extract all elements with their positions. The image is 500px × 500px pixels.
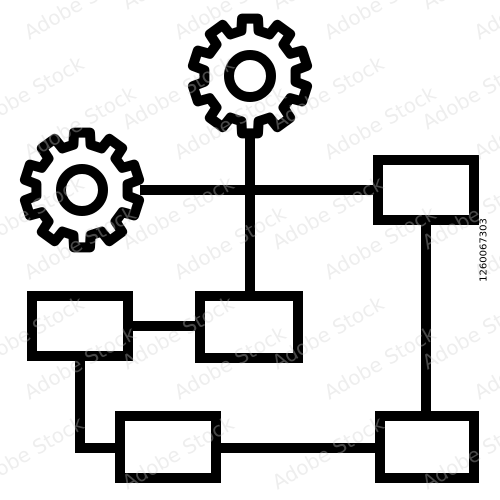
connector-line [75,356,120,453]
watermark-text: Adobe Stock [268,411,389,494]
process-box [373,155,479,225]
watermark-text: Adobe Stock [418,411,500,494]
watermark-text: Adobe Stock [20,0,141,44]
gear-hub [224,50,276,102]
process-box [195,291,303,363]
watermark-text: Adobe Stock [470,0,500,44]
watermark-text: Adobe Stock [0,411,88,494]
gear-hub [56,164,108,216]
watermark-text: Adobe Stock [118,411,239,494]
watermark-text: Adobe Stock [170,0,291,44]
stock-id-label: 1260067303 [478,218,490,282]
gear-icon [19,127,145,253]
process-box [375,411,479,483]
gear-icon [187,13,313,139]
process-box [115,411,221,483]
watermark-text: Adobe Stock [320,0,441,44]
process-box [27,291,133,361]
